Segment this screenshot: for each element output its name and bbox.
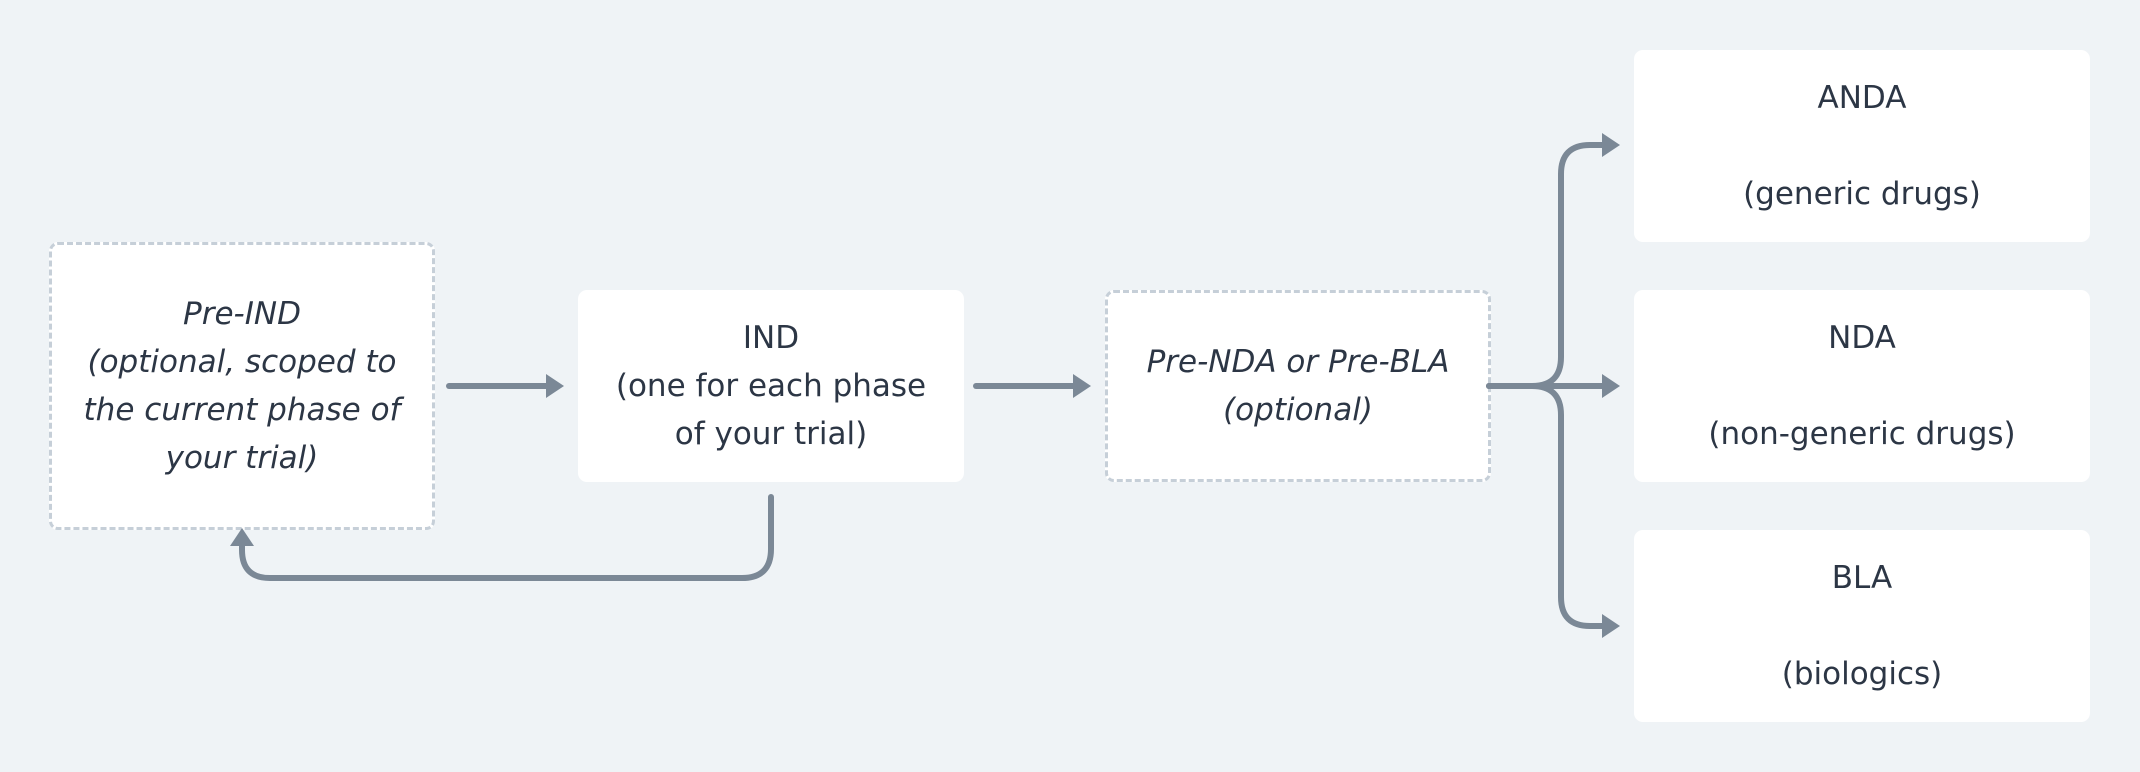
anda-subtitle: (generic drugs)	[1743, 176, 1981, 212]
pre-ind-note-line-3: your trial)	[165, 440, 319, 476]
pre-nda-note: (optional)	[1223, 392, 1373, 428]
pre-ind-node: Pre-IND (optional, scoped to the current…	[49, 242, 435, 530]
arrowhead-nda	[1602, 374, 1620, 398]
arrowhead-ind	[546, 374, 564, 398]
anda-title: ANDA	[1817, 80, 1907, 116]
pre-nda-title: Pre-NDA or Pre-BLA	[1146, 344, 1450, 380]
pre-nda-node: Pre-NDA or Pre-BLA (optional)	[1105, 290, 1491, 482]
arrowhead-pre-ind	[230, 528, 254, 546]
bla-subtitle: (biologics)	[1781, 656, 1943, 692]
ind-note-line-2: of your trial)	[674, 416, 868, 452]
bla-node: BLA (biologics)	[1634, 530, 2090, 722]
ind-title: IND	[742, 320, 800, 356]
bla-title: BLA	[1831, 560, 1893, 596]
anda-node: ANDA (generic drugs)	[1634, 50, 2090, 242]
arrow-pre-nda-to-bla	[1486, 383, 1607, 629]
arrow-pre-nda-to-anda	[1486, 142, 1607, 389]
arrowhead-pre-nda	[1073, 374, 1091, 398]
arrowhead-anda	[1602, 133, 1620, 157]
pre-ind-title: Pre-IND	[183, 296, 301, 332]
pre-ind-note-line-1: (optional, scoped to	[87, 344, 397, 380]
ind-node: IND (one for each phase of your trial)	[578, 290, 964, 482]
nda-node: NDA (non-generic drugs)	[1634, 290, 2090, 482]
nda-title: NDA	[1828, 320, 1896, 356]
ind-note-line-1: (one for each phase	[615, 368, 927, 404]
arrow-ind-to-pre-ind	[239, 494, 774, 581]
pre-ind-note-line-2: the current phase of	[83, 392, 401, 428]
arrowhead-bla	[1602, 614, 1620, 638]
nda-subtitle: (non-generic drugs)	[1708, 416, 2016, 452]
